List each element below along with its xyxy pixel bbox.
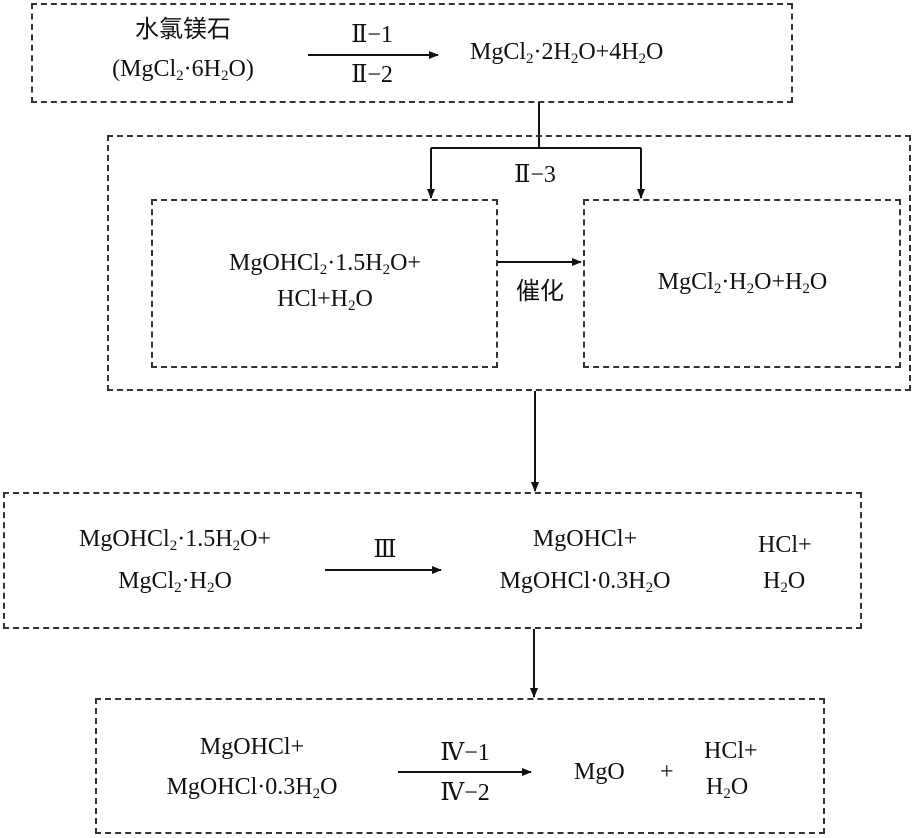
- step4-box: [95, 698, 825, 834]
- step2-left-formula: MgOHCl2·1.5H2O+: [229, 250, 421, 278]
- step3-product-line2: MgOHCl·0.3H2O: [499, 568, 671, 596]
- step4-byproduct-line1: HCl+: [704, 738, 758, 764]
- step4-product: MgO: [574, 759, 625, 785]
- step2-outer-box: [107, 135, 911, 391]
- step2-right-box: [583, 199, 901, 368]
- step3-byproduct-line1: HCl+: [758, 532, 812, 558]
- catalysis-label: 催化: [516, 277, 564, 305]
- mineral-name: 水氯镁石: [135, 15, 231, 43]
- step4-byproduct-line2: H2O: [706, 774, 749, 802]
- step4-reactant-line1: MgOHCl+: [199, 734, 305, 760]
- step1-box: [31, 3, 793, 103]
- step-label-II-2: Ⅱ−2: [351, 62, 393, 88]
- step4-reactant-line2: MgOHCl·0.3H2O: [166, 774, 338, 802]
- step-label-IV-2: Ⅳ−2: [440, 780, 490, 806]
- step3-reactant-line1: MgOHCl2·1.5H2O+: [79, 526, 271, 554]
- step2-right-formula: MgCl2·H2O+H2O: [657, 269, 828, 297]
- step-label-IV-1: Ⅳ−1: [440, 740, 490, 766]
- step3-box: [3, 492, 862, 629]
- step-label-II-1: Ⅱ−1: [351, 22, 393, 48]
- step2-left-box: [151, 199, 498, 368]
- step3-byproduct-line2: H2O: [763, 568, 806, 596]
- mineral-formula: (MgCl2·6H2O): [112, 56, 254, 84]
- step-label-III: Ⅲ: [373, 537, 397, 563]
- step1-product: MgCl2·2H2O+4H2O: [470, 39, 664, 67]
- step4-plus: +: [660, 759, 674, 785]
- step3-reactant-line2: MgCl2·H2O: [118, 568, 232, 596]
- step2-left-formula-line2: HCl+H2O: [277, 286, 373, 314]
- step-label-II-3: Ⅱ−3: [514, 162, 556, 188]
- step3-product-line1: MgOHCl+: [532, 526, 638, 552]
